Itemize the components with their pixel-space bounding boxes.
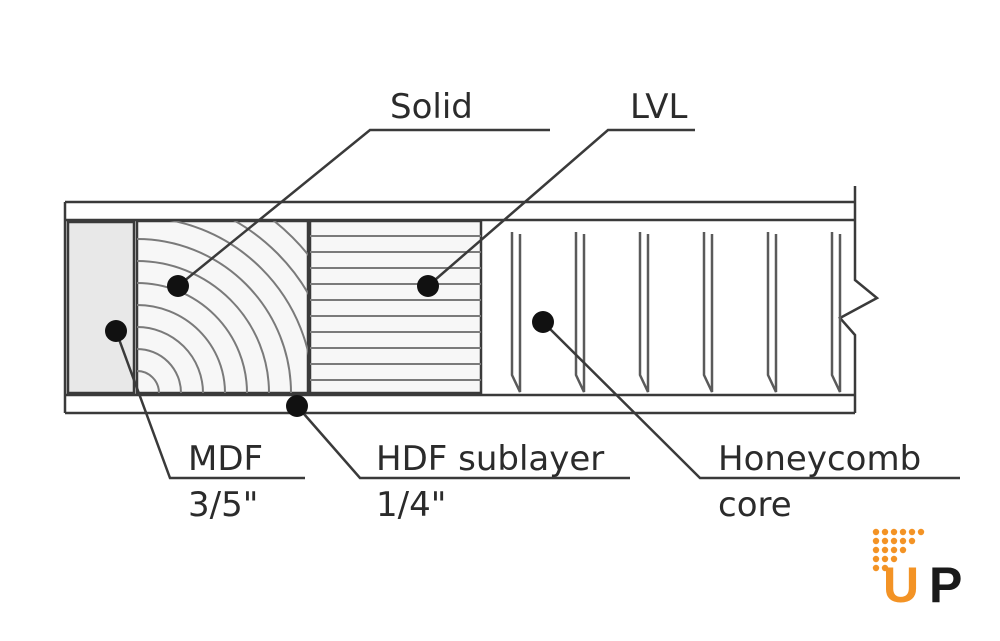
solid-wood-block	[135, 219, 310, 395]
dot-solid	[167, 275, 189, 297]
leader-hdf	[296, 405, 630, 480]
dot-hdf	[286, 395, 308, 417]
dot-mdf	[105, 320, 127, 342]
top-skin	[65, 200, 855, 222]
label-hdf-name: HDF sublayer	[376, 439, 604, 479]
brand-logo: U P	[872, 528, 962, 613]
label-hdf-size: 1/4"	[376, 485, 446, 525]
label-honeycomb-line1: Honeycomb	[718, 439, 921, 479]
dot-honeycomb	[532, 311, 554, 333]
logo-dot-grid	[872, 528, 925, 572]
marker-dots	[105, 275, 554, 417]
lvl-laminations	[310, 235, 481, 381]
labels: Solid LVL MDF 3/5" HDF sublayer 1/4" Hon…	[188, 87, 921, 525]
logo-letter-p: P	[929, 557, 962, 613]
lvl-block	[308, 219, 483, 395]
leader-lines	[114, 128, 960, 480]
leader-honeycomb	[542, 321, 960, 480]
label-lvl: LVL	[630, 87, 687, 127]
break-line	[838, 186, 880, 413]
dot-lvl	[417, 275, 439, 297]
mdf-layer	[66, 220, 136, 395]
label-solid: Solid	[390, 87, 473, 127]
bottom-skin	[65, 393, 855, 415]
leader-mdf	[114, 330, 305, 480]
honeycomb-core	[510, 232, 842, 393]
label-mdf-size: 3/5"	[188, 485, 258, 525]
logo-letter-u: U	[883, 557, 919, 613]
leader-solid	[177, 128, 550, 287]
label-mdf-name: MDF	[188, 439, 263, 479]
leader-lvl	[427, 128, 695, 287]
label-honeycomb-line2: core	[718, 485, 792, 525]
door-section	[63, 186, 880, 415]
